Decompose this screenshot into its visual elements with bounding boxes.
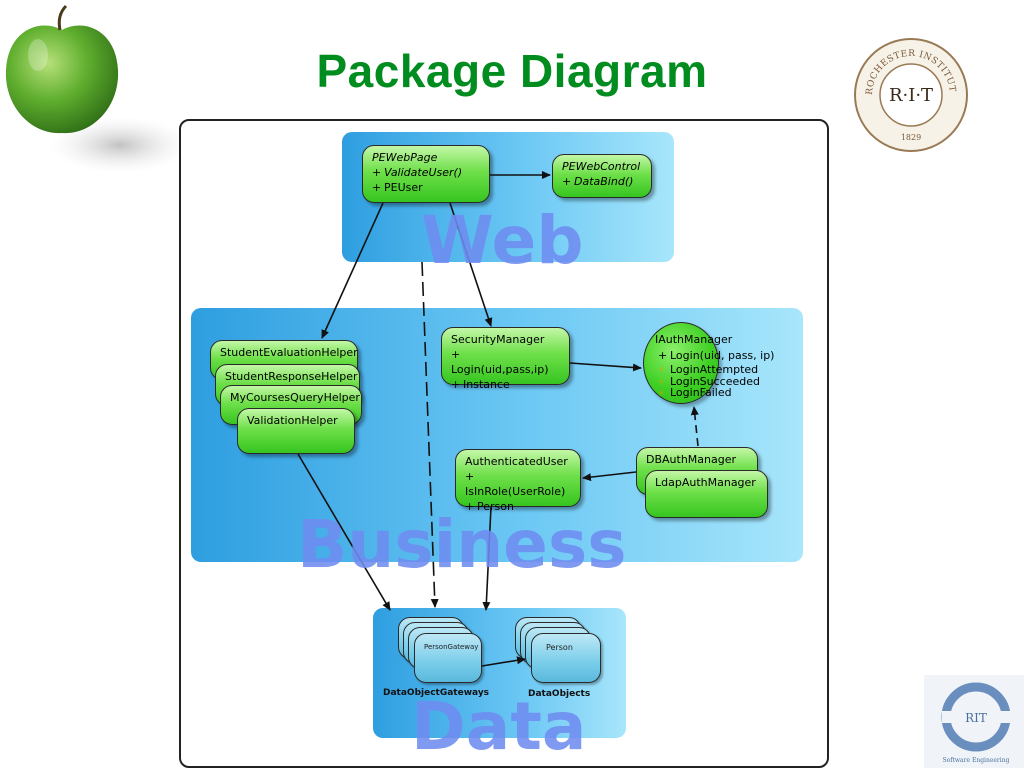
person-gateway-label: PersonGateway — [424, 643, 479, 651]
arrow-db-realizes-iauth — [690, 406, 699, 447]
arrow-page-to-security — [449, 202, 493, 327]
plus-icon: + — [372, 166, 382, 179]
person-object-card — [531, 633, 601, 683]
plus-icon: + — [465, 500, 475, 513]
plus-icon: + — [562, 175, 572, 188]
security-manager-op-instance: +Instance — [451, 378, 510, 391]
page-title: Package Diagram — [316, 45, 708, 97]
pewebcontrol-op-databind: +DataBind() — [562, 175, 634, 188]
security-manager-name: SecurityManager — [451, 333, 545, 346]
event-bolt-icon: ⚡ — [658, 389, 665, 399]
pewebpage-op-validate: +ValidateUser() — [372, 166, 463, 179]
data-objects-caption: DataObjects — [528, 689, 591, 699]
iauth-manager-name: IAuthManager — [655, 333, 733, 346]
iauth-event-attempted: ⚡LoginAttempted — [658, 363, 759, 377]
event-bolt-icon: ⚡ — [658, 366, 665, 376]
svg-text:RIT: RIT — [965, 711, 987, 725]
plus-icon: + — [451, 378, 461, 391]
security-manager-op-login: +Login(uid,pass,ip) — [451, 348, 549, 376]
ldap-auth-manager-class: LdapAuthManager — [645, 470, 768, 518]
security-manager-class: SecurityManager +Login(uid,pass,ip) +Ins… — [441, 327, 570, 391]
pewebcontrol-name: PEWebControl — [562, 160, 641, 173]
authenticated-user-name: AuthenticatedUser — [465, 455, 568, 468]
iauth-manager-op-login: +Login(uid, pass, ip) — [658, 349, 775, 362]
iauth-manager-interface — [643, 322, 719, 404]
authenticated-user-class: AuthenticatedUser +IsInRole(UserRole) +P… — [455, 449, 581, 513]
arrow-web-to-data — [421, 261, 439, 608]
svg-text:1829: 1829 — [901, 133, 921, 142]
data-object-gateways-caption: DataObjectGateways — [383, 688, 490, 698]
iauth-event-failed: ⚡LoginFailed — [658, 386, 732, 400]
iauth-event-succeeded: ⚡LoginSucceeded — [658, 375, 760, 389]
arrow-security-to-iauth — [569, 362, 642, 372]
pewebpage-op-peuser: +PEUser — [372, 181, 423, 194]
arrow-db-to-authuser — [582, 471, 637, 482]
plus-icon: + — [372, 181, 382, 194]
pewebpage-class: PEWebPage +ValidateUser() +PEUser — [362, 145, 490, 203]
arrow-page-to-helpers — [321, 202, 384, 339]
apple-icon — [0, 0, 190, 185]
arrow-helpers-to-data — [297, 453, 391, 611]
arrow-authuser-to-data — [482, 506, 492, 611]
plus-icon: + — [451, 348, 461, 361]
pewebcontrol-class: PEWebControl +DataBind() — [552, 154, 652, 198]
authenticated-user-op-isinrole: +IsInRole(UserRole) — [465, 470, 566, 498]
person-object-label: Person — [546, 643, 573, 652]
svg-text:R·I·T: R·I·T — [889, 85, 933, 106]
person-gateway-card — [414, 633, 482, 683]
validation-helper: ValidationHelper — [237, 408, 355, 454]
authenticated-user-op-person: +Person — [465, 500, 514, 513]
plus-icon: + — [658, 349, 668, 362]
arrow-gateway-to-person — [481, 656, 526, 667]
rit-seal-logo: ROCHESTER INSTITUTE OF TECHNOLOGY R·I·T … — [848, 29, 970, 154]
event-bolt-icon: ⚡ — [658, 378, 665, 388]
software-engineering-logo: RIT Software Engineering — [924, 675, 1024, 768]
plus-icon: + — [465, 470, 475, 483]
svg-text:Software Engineering: Software Engineering — [943, 757, 1010, 764]
pewebpage-name: PEWebPage — [372, 151, 438, 164]
business-package-label: Business — [297, 506, 627, 583]
web-package-label: Web — [421, 202, 584, 279]
data-package-label: Data — [411, 688, 587, 765]
